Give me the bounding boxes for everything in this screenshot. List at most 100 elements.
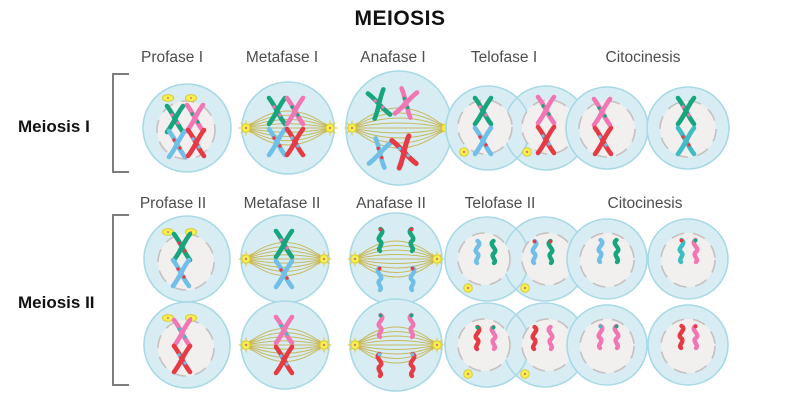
cell-membrane [143, 301, 231, 389]
centrosome-icon [347, 251, 363, 267]
x-chromosome [266, 95, 288, 127]
x-chromosome [591, 96, 613, 128]
centrosome-icon [316, 251, 332, 267]
x-chromosome [392, 86, 420, 120]
anafase-2a-cell [347, 212, 445, 306]
citocinesis-2a-left-cell [566, 218, 648, 300]
centrosome-dot-icon [463, 369, 473, 379]
chromatid [612, 237, 621, 265]
telofase-2a-pair [444, 216, 588, 302]
x-chromosome [273, 344, 295, 376]
citocinesis-2b-left-cell [566, 304, 648, 386]
chromatid [376, 226, 385, 254]
x-chromosome [675, 95, 697, 127]
citocinesis-2a-right-cell [647, 218, 729, 300]
chromatid [408, 265, 417, 293]
centrosome-icon [316, 337, 332, 353]
citocinesis-1-right-cell [646, 86, 730, 170]
x-chromosome [389, 133, 419, 171]
centrosome-dot-icon [520, 283, 530, 293]
chromatid [489, 324, 498, 352]
cell-membrane [646, 86, 730, 170]
row-label-meiosis-2: Meiosis II [18, 293, 95, 312]
x-chromosome [273, 258, 295, 290]
meiosis-2-bracket [112, 214, 129, 386]
nucleus [659, 100, 717, 158]
cell-membrane [647, 304, 729, 386]
nucleus [457, 232, 511, 286]
x-chromosome [675, 125, 697, 157]
x-chromosome [592, 125, 614, 157]
header-telofase-2: Telofase II [464, 195, 536, 212]
centrosome-icon [429, 337, 445, 353]
centriole-icon [161, 314, 175, 322]
centrosome-icon [322, 120, 338, 136]
header-anafase-1: Anafase I [360, 49, 426, 66]
chromatid [546, 238, 555, 266]
chromatid [677, 237, 686, 265]
profase-2a-cell [143, 215, 231, 303]
diagram-title: MEIOSIS [354, 7, 446, 30]
chromatid [530, 324, 539, 352]
header-profase-1: Profase I [140, 49, 204, 66]
cell-membrane [566, 304, 648, 386]
citocinesis-1-left-cell [565, 86, 649, 170]
centriole-icon [184, 94, 198, 102]
meiosis-1-bracket [112, 73, 129, 173]
nucleus [457, 318, 511, 372]
chromatid [375, 265, 384, 293]
chromatid [407, 226, 416, 254]
nucleus [579, 232, 635, 288]
header-metafase-1: Metafase I [245, 49, 319, 66]
metafase-2a-cell [238, 214, 332, 304]
header-profase-2: Profase II [139, 195, 207, 212]
x-chromosome [170, 257, 192, 289]
profase-1-cell [142, 83, 232, 173]
header-telofase-1: Telofase I [470, 49, 538, 66]
x-chromosome [171, 343, 193, 375]
header-citocinesis-1: Citocinesis [605, 49, 681, 66]
chromatid [473, 238, 482, 266]
centrosome-dot-icon [463, 283, 473, 293]
header-metafase-2: Metafase II [243, 195, 321, 212]
header-anafase-2: Anafase II [356, 195, 426, 212]
telofase-1-pair [445, 85, 589, 171]
chromatid [530, 238, 539, 266]
metafase-2b-cell [238, 300, 332, 390]
cell-membrane [647, 218, 729, 300]
spindle-fibers [354, 240, 438, 278]
x-chromosome [273, 228, 295, 260]
x-chromosome [171, 231, 193, 263]
nucleus [457, 99, 513, 155]
chromatid [677, 323, 686, 351]
nucleus [660, 232, 716, 288]
x-chromosome [284, 126, 306, 158]
chromatid [596, 323, 605, 351]
centrosome-icon [429, 251, 445, 267]
chromatid [691, 323, 700, 351]
anafase-2b-cell [347, 298, 445, 392]
chromatid [691, 237, 700, 265]
x-chromosome [171, 317, 193, 349]
chromatid [489, 238, 498, 266]
profase-2b-cell [143, 301, 231, 389]
centrosome-icon [238, 251, 254, 267]
centrosome-icon [347, 337, 363, 353]
x-chromosome [266, 126, 288, 158]
telofase-2b-pair [444, 302, 588, 388]
centriole-icon [161, 94, 175, 102]
header-citocinesis-2: Citocinesis [607, 195, 683, 212]
chromatid [596, 237, 605, 265]
x-chromosome [366, 136, 394, 170]
x-chromosome [365, 87, 393, 121]
anafase-1-cell [344, 70, 454, 186]
chromatid [407, 312, 416, 340]
cell-membrane [142, 83, 232, 173]
x-chromosome [166, 128, 188, 160]
x-chromosome [472, 95, 494, 127]
cell-membrane [566, 218, 648, 300]
x-chromosome [284, 95, 306, 127]
centrosome-dot-icon [459, 147, 469, 157]
